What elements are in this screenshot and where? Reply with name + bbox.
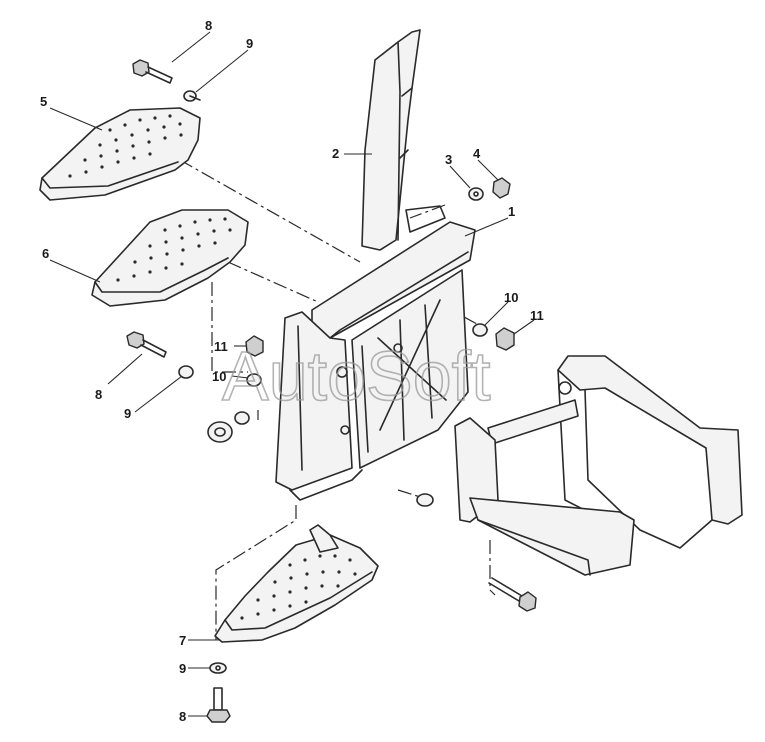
- bolt-8-mid: [126, 331, 167, 358]
- callout-11-left: 11: [214, 339, 228, 354]
- callout-11-right: 11: [530, 308, 544, 323]
- frame-bolt: [488, 577, 537, 612]
- fasteners: [126, 59, 537, 723]
- frame-washer: [416, 493, 434, 507]
- small-washer-left: [234, 411, 250, 425]
- part-4-nut: [492, 177, 511, 199]
- bolt-8-top: [132, 59, 173, 84]
- callout-8-top: 8: [205, 18, 212, 33]
- callout-2: 2: [332, 146, 339, 161]
- part-3-washer: [468, 187, 484, 201]
- watermark-text: AutoSoft: [222, 337, 491, 415]
- callout-4: 4: [473, 146, 481, 161]
- washer-10-left: [246, 373, 262, 387]
- washer-9-bottom: [209, 662, 227, 674]
- callout-9-bottom: 9: [179, 661, 186, 676]
- nut-11-left: [245, 335, 264, 357]
- callout-1: 1: [508, 204, 515, 219]
- callout-8-bottom: 8: [179, 709, 186, 724]
- bolt-8-bottom: [206, 687, 231, 723]
- callout-10-right: 10: [504, 290, 518, 305]
- right-rectangular-frame: [454, 355, 743, 576]
- washer-10-right: [472, 323, 488, 337]
- callout-7: 7: [179, 633, 186, 648]
- callout-3: 3: [445, 152, 452, 167]
- callout-9-mid: 9: [124, 406, 131, 421]
- nut-11-right: [495, 327, 515, 351]
- callout-8-mid: 8: [95, 387, 102, 402]
- callout-10-left: 10: [212, 369, 226, 384]
- spacer-ring: [207, 421, 233, 443]
- callout-5: 5: [40, 94, 47, 109]
- washer-9-top: [183, 90, 201, 102]
- part-1-main-bracket: [275, 205, 476, 501]
- leader-lines: [49, 31, 535, 717]
- callout-labels: 8 9 5 2 3 4 1 6 10 11 11 10 8 9 7 9 8: [40, 18, 544, 724]
- part-2-upright-support: [361, 29, 421, 251]
- callout-9-top: 9: [246, 36, 253, 51]
- part-7-lower-step-plate: [214, 524, 379, 643]
- part-5-upper-step-plate: [39, 107, 201, 201]
- washer-9-mid: [178, 365, 194, 379]
- part-6-middle-step-plate: [91, 209, 249, 307]
- callout-6: 6: [42, 246, 49, 261]
